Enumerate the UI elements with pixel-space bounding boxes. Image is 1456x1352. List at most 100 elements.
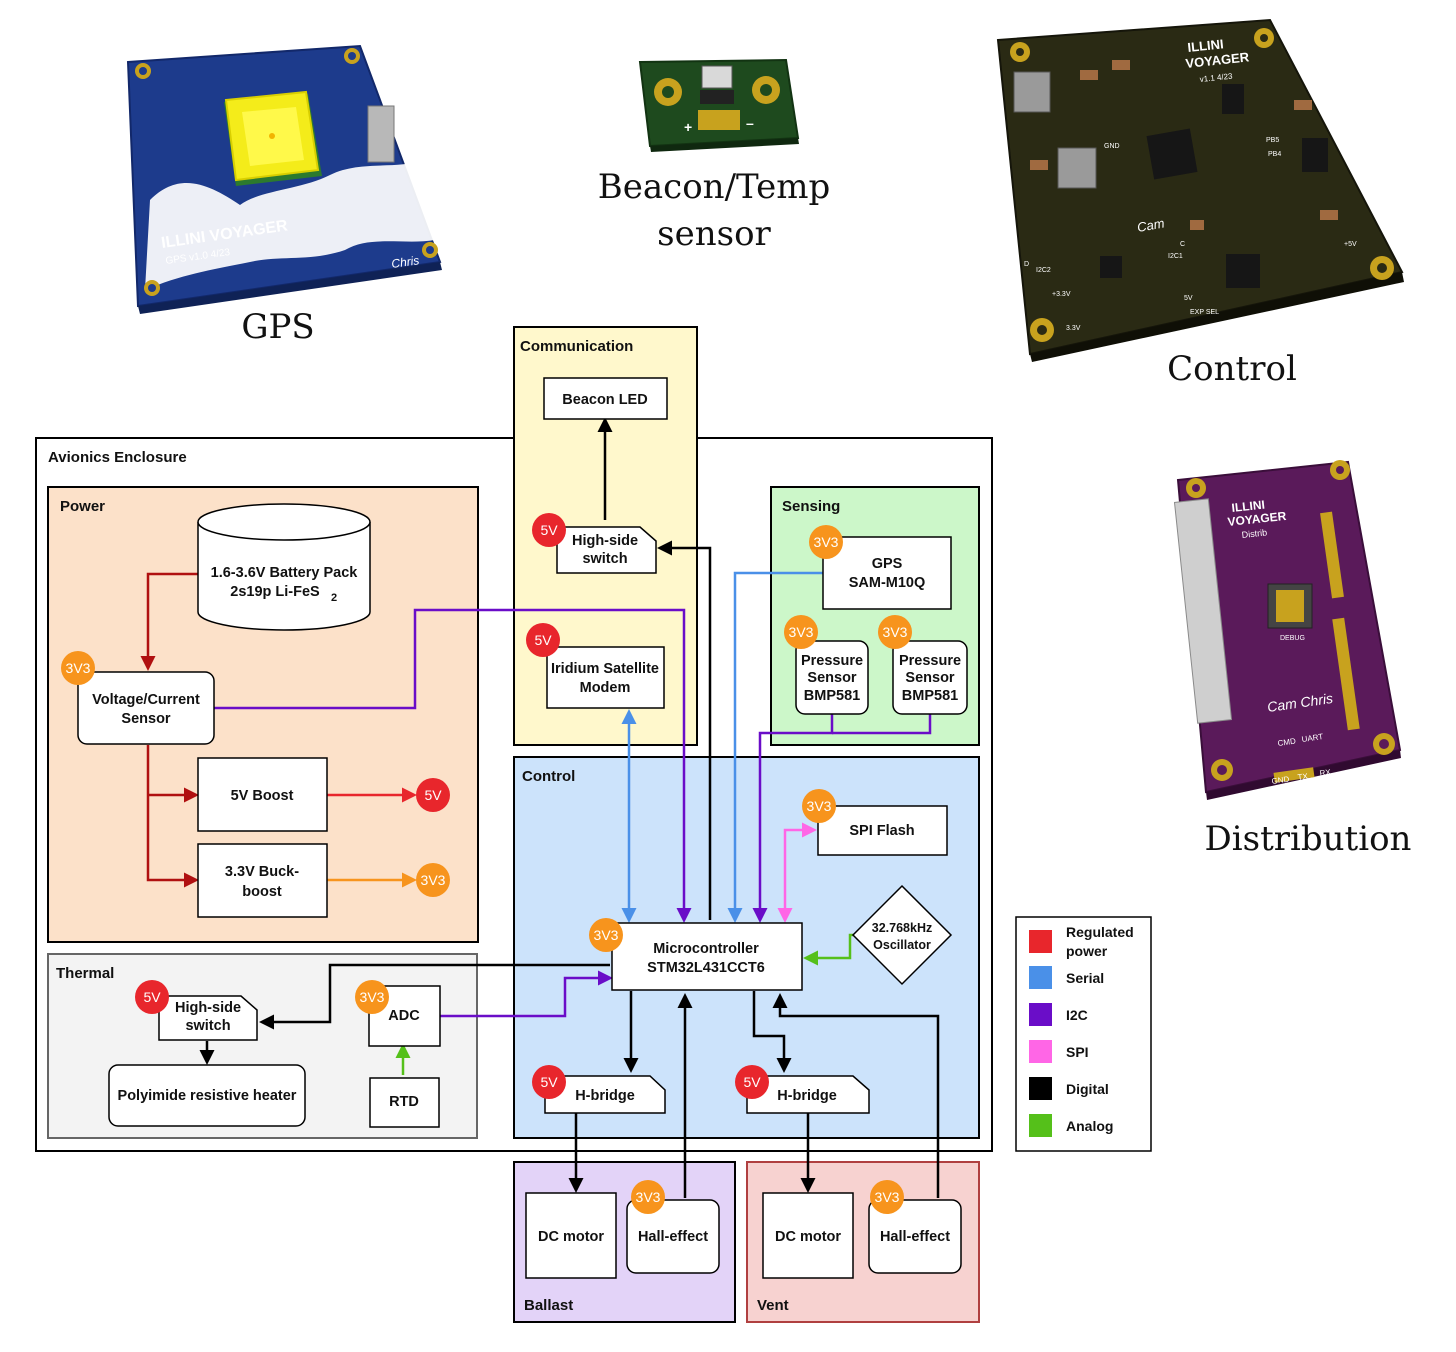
svg-text:3V3: 3V3	[814, 534, 839, 550]
control-silk-gnd: GND	[1104, 143, 1120, 150]
legend: Regulated power Serial I2C SPI Digital A…	[1015, 916, 1152, 1152]
badge-5v-comm-switch: 5V	[532, 513, 566, 547]
distribution-silk-cmd: CMD	[1277, 737, 1297, 748]
distribution-silk-debug: DEBUG	[1280, 635, 1305, 642]
heater-label: Polyimide resistive heater	[118, 1088, 297, 1104]
badge-3v3-vc-sensor: 3V3	[61, 651, 95, 685]
buckboost-label-line2: boost	[242, 884, 282, 900]
svg-text:3V3: 3V3	[883, 624, 908, 640]
gps-board-render: ILLINI VOYAGER GPS v1.0 4/23 Chris	[126, 44, 442, 314]
distribution-silk-rx: RX	[1319, 767, 1332, 778]
distribution-board-render: ILLINI VOYAGER Distrib DEBUG Cam Chris C…	[1173, 460, 1402, 800]
beacon-silk-minus: –	[746, 115, 754, 131]
beacon-silk-plus: +	[684, 119, 692, 135]
svg-text:5V: 5V	[424, 787, 442, 803]
battery-pack-node	[197, 503, 371, 631]
mcu-label-line2: STM32L431CCT6	[647, 960, 765, 976]
dc-motor1-label: DC motor	[538, 1229, 604, 1245]
gps-silk-signature: Chris	[390, 253, 420, 271]
pressure2-label-line1: Pressure	[899, 653, 961, 669]
pressure1-label-line2: Sensor	[807, 670, 857, 686]
svg-text:5V: 5V	[540, 1074, 558, 1090]
badge-3v3-spi-flash: 3V3	[802, 789, 836, 823]
legend-swatch-serial	[1029, 966, 1052, 989]
distribution-silk-gnd: GND	[1271, 775, 1290, 786]
gps-label-line1: GPS	[872, 556, 903, 572]
legend-label-regulated-line2: power	[1066, 943, 1108, 959]
badge-3v3-pressure1: 3V3	[784, 615, 818, 649]
hbridge-1-node	[544, 1075, 666, 1114]
badge-3v3-gps: 3V3	[809, 525, 843, 559]
iridium-label-line1: Iridium Satellite	[551, 661, 659, 677]
svg-text:5V: 5V	[534, 632, 552, 648]
control-silk-i2c1: I2C1	[1168, 253, 1183, 260]
thermal-switch-label-line1: High-side	[175, 1000, 241, 1016]
control-board-render: ILLINI VOYAGER v1.1 4/23 GND PB5 PB4 I2C…	[996, 18, 1404, 362]
ballast-group-label: Ballast	[524, 1297, 573, 1314]
pressure-sensor-1-node	[795, 640, 869, 715]
gps-board-caption: GPS	[241, 307, 314, 347]
control-silk-title-1: ILLINI	[1187, 36, 1224, 55]
badge-5v-thermal-switch: 5V	[135, 980, 169, 1014]
distribution-silk-tx: TX	[1297, 772, 1309, 782]
svg-text:5V: 5V	[540, 522, 558, 538]
5v-boost-node	[197, 757, 328, 832]
thermal-high-side-switch-node	[158, 995, 258, 1041]
microcontroller-node	[611, 922, 803, 991]
battery-label-line1: 1.6-3.6V Battery Pack	[211, 565, 359, 581]
power-group-label: Power	[60, 498, 105, 515]
rtd-node	[369, 1077, 440, 1128]
mcu-label-line1: Microcontroller	[653, 941, 759, 957]
mcu-to-hbridge2-line	[752, 991, 792, 1073]
control-silk-pb5: PB5	[1266, 137, 1279, 144]
buckboost-label-line1: 3.3V Buck-	[225, 864, 299, 880]
control-silk-title-2: VOYAGER	[1185, 49, 1251, 71]
spi-flash-label: SPI Flash	[849, 823, 914, 839]
vc-sensor-to-buckboost-line	[146, 745, 199, 888]
legend-swatch-regulated	[1029, 930, 1052, 953]
control-group-label: Control	[522, 768, 575, 785]
mcu-to-comm-switch-line	[657, 540, 712, 920]
vc-sensor-i2c-line	[214, 608, 692, 923]
ballast-dc-motor-node	[525, 1192, 617, 1279]
hall1-label: Hall-effect	[638, 1229, 708, 1245]
svg-text:3V3: 3V3	[594, 927, 619, 943]
legend-label-spi: SPI	[1066, 1044, 1089, 1060]
legend-label-regulated-line1: Regulated	[1066, 924, 1134, 940]
pressure-sensor-2-node	[892, 640, 968, 715]
vent-dc-motor-node	[762, 1192, 854, 1279]
svg-text:5V: 5V	[143, 989, 161, 1005]
beacon-board-render: + –	[638, 58, 800, 152]
control-silk-d: D	[1024, 261, 1029, 268]
badge-3v3-hall2: 3V3	[870, 1180, 904, 1214]
thermal-switch-label-line2: switch	[185, 1018, 230, 1034]
oscillator-node	[851, 884, 953, 986]
battery-to-vc-sensor-line	[140, 572, 198, 671]
iridium-label-line2: Modem	[580, 680, 631, 696]
hbridge-2-node	[746, 1075, 870, 1114]
legend-swatch-i2c	[1029, 1003, 1052, 1026]
hbridge1-label: H-bridge	[575, 1088, 635, 1104]
control-board-caption: Control	[1167, 349, 1297, 389]
iridium-modem-node	[546, 646, 665, 709]
pressure1-label-line3: BMP581	[804, 688, 860, 704]
control-silk-plus-5v: +5V	[1344, 241, 1357, 248]
svg-text:3V3: 3V3	[421, 872, 446, 888]
svg-text:3V3: 3V3	[789, 624, 814, 640]
hbridge2-label: H-bridge	[777, 1088, 837, 1104]
legend-label-serial: Serial	[1066, 970, 1104, 986]
vent-hall-sensor-node	[868, 1199, 962, 1274]
hall2-label: Hall-effect	[880, 1229, 950, 1245]
control-silk-plus-3v3: +3.3V	[1052, 291, 1071, 298]
adc-i2c-line	[440, 970, 613, 1018]
mcu-to-thermal-switch-line	[259, 963, 610, 1030]
oscillator-label-line2: Oscillator	[873, 938, 931, 952]
spi-flash-node	[817, 805, 948, 856]
badge-3v3-buckboost-output: 3V3	[416, 863, 450, 897]
badge-5v-iridium: 5V	[526, 623, 560, 657]
battery-label-line2: 2s19p Li-FeS	[230, 584, 320, 600]
distribution-board-caption: Distribution	[1205, 819, 1412, 859]
beacon-board-caption-line2: sensor	[657, 214, 771, 254]
comm-switch-label-line1: High-side	[572, 533, 638, 549]
